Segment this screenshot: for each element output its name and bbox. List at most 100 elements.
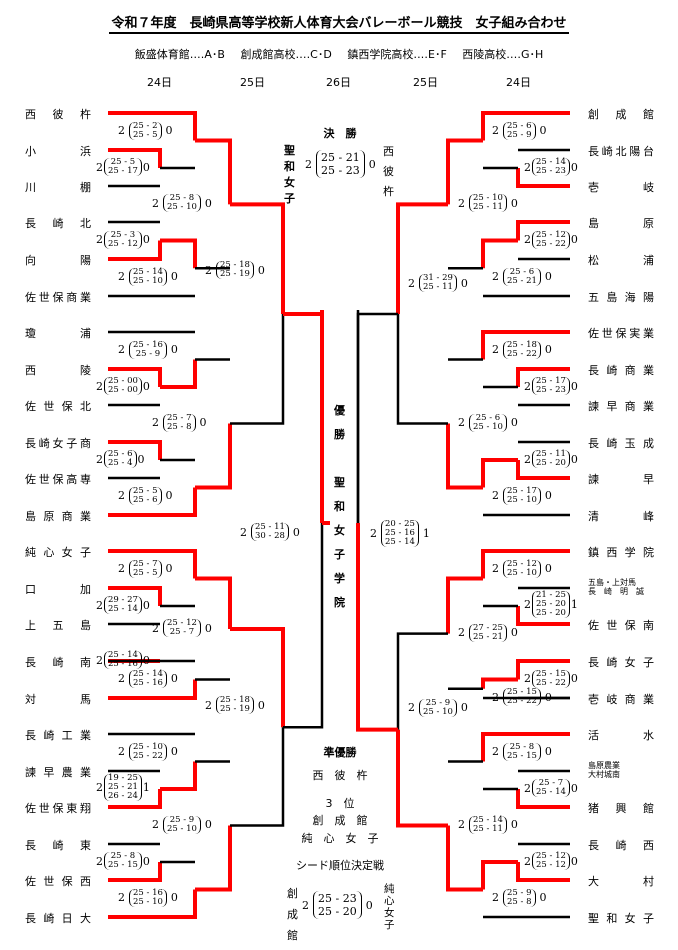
winner-sets: 2 [458,196,465,210]
team-name: 瓊浦 [25,325,91,341]
team-name-char: 加 [80,583,91,596]
team-name: 向陽 [25,252,91,268]
bracket-line [195,423,232,490]
char: 西 [383,145,394,158]
team-name-char: 佐 [25,473,36,486]
bracket-line [108,586,162,606]
winner-sets: 2 [118,745,125,758]
loser-sets: 0 [142,233,150,246]
winner-sets: 2 [152,621,159,635]
team-name-char: 保 [52,802,64,815]
team-name-char: 原 [643,217,654,230]
bracket-line [195,138,232,205]
loser-sets: 0 [539,891,547,904]
team-name-char: 東 [80,839,91,852]
set-score: 25 - 14 [133,668,163,679]
loser-sets: 0 [544,270,552,283]
bracket-line [283,311,324,523]
team-name-line: 五島・上対馬 [588,578,636,587]
loser-sets: 0 [570,452,578,466]
team-name: 長崎北陽台 [588,143,654,159]
set-score: 25 - 6 [133,494,158,505]
team-name: 佐世保西 [25,873,91,889]
team-name-char: 壱 [588,693,599,706]
winner-sets: 2 [492,891,499,904]
set-score: 25 - 10 [507,567,537,578]
bracket-line [230,727,285,827]
bracket-line [108,679,197,700]
team-name-char: 業 [79,766,91,779]
winner-sets: 2 [118,270,125,283]
team-name-char: 台 [643,145,654,158]
set-score: 25 - 20 [318,905,357,918]
team-name-char: 崎 [615,839,627,852]
set-score: 25 - 9 [507,129,532,140]
set-score: 25 - 22 [536,677,566,688]
loser-sets: 0 [510,818,518,831]
team-name-char: 北 [79,400,91,413]
final-left-team: 聖和女子 [284,142,295,206]
team-name: 猪興館 [588,800,654,816]
page-title: 令和７年度 長崎県高等学校新人体育大会バレーボール競技 女子組み合わせ [0,12,678,34]
set-score: 25 - 9 [507,887,532,898]
bracket-line [230,313,285,425]
char: 純 [384,883,395,895]
winner-sets: 2 [492,489,499,502]
set-score: 25 - 8 [507,896,532,907]
set-score: 25 - 23 [318,892,357,905]
team-name-char: 業 [643,327,654,340]
team-name-char: 世 [38,473,50,486]
team-name-char: 長 [588,364,599,377]
loser-sets: 0 [292,525,300,539]
team-name-char: 西 [25,364,36,377]
day-label: 25日 [240,76,265,89]
set-score: 25 - 5 [133,485,158,496]
loser-sets: 0 [165,489,173,502]
set-score: 25 - 7 [169,627,195,637]
bracket-line [516,168,570,188]
team-name-char: 崎 [52,656,64,669]
team-name-char: 保 [624,619,636,632]
team-name-char: 業 [642,364,654,377]
set-score: 25 - 20 [536,458,566,468]
set-score: 25 - 5 [133,567,158,578]
team-name-char: 崎 [43,729,55,742]
set-score: 25 - 21 [473,631,503,642]
set-score: 25 - 7 [538,778,564,788]
team-name-char: 原 [43,510,55,523]
set-score: 26 - 24 [108,791,138,801]
champion-char: 優 [334,404,345,417]
set-score: 25 - 16 [133,677,163,688]
champion-char [334,450,345,474]
loser-sets: 0 [170,672,178,685]
winner-sets: 2 [524,672,531,685]
team-name-char: 翔 [80,802,91,815]
set-score: 25 - 14 [108,650,138,660]
venue-1: 飯盛体育館‥‥A･B [134,48,225,61]
bracket-line [108,240,162,261]
